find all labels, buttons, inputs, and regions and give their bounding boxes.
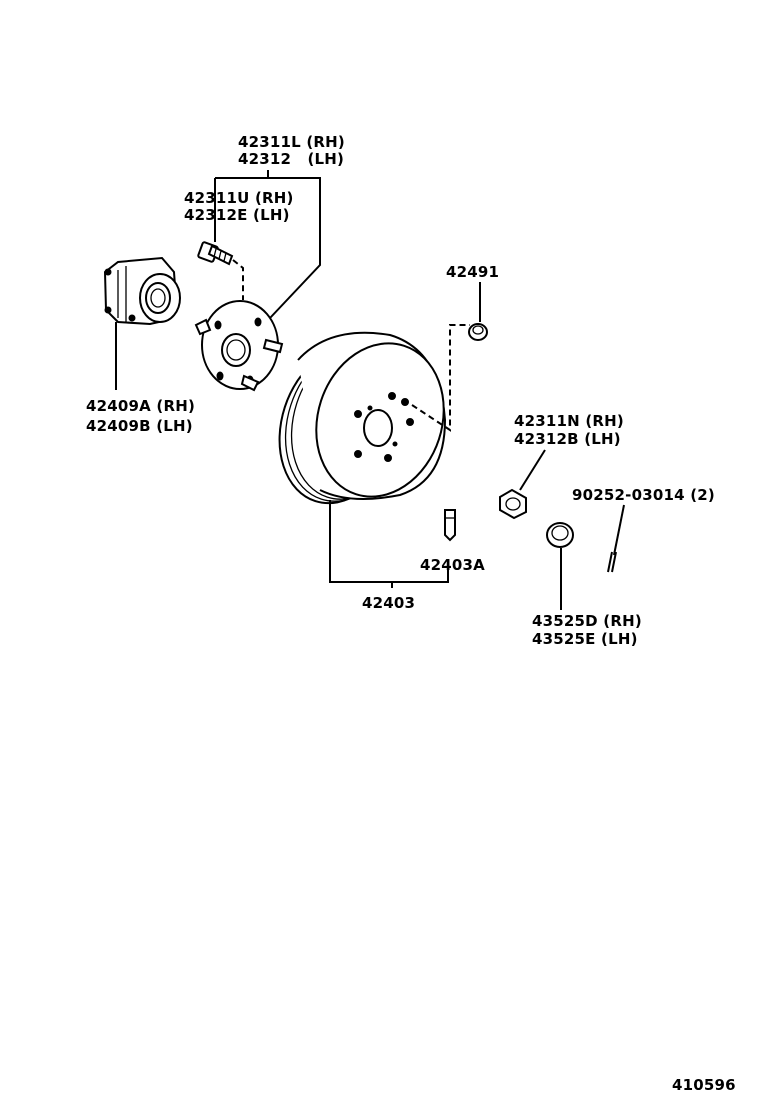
label-hub-bolt-b-1: 42311U (RH) bbox=[184, 189, 294, 207]
label-hub-bolt-a-1: 42311L (RH) bbox=[238, 133, 345, 151]
label-drum: 42403 bbox=[362, 594, 415, 612]
page-code: 410596 bbox=[672, 1076, 736, 1094]
brake-drum-part bbox=[278, 324, 470, 505]
nut-b-part bbox=[546, 522, 574, 610]
label-nut-a-1: 42311N (RH) bbox=[514, 412, 624, 430]
label-bearing-1: 42409A (RH) bbox=[86, 397, 195, 415]
nut-a-part bbox=[499, 449, 546, 520]
plug-part bbox=[468, 282, 488, 341]
hub-flange-part bbox=[194, 300, 284, 392]
label-nut-b-2: 43525E (LH) bbox=[532, 630, 638, 648]
leader-hub-bolt-a bbox=[214, 170, 321, 319]
label-hub-bolt-b-2: 42312E (LH) bbox=[184, 206, 290, 224]
label-pin: 90252-03014 (2) bbox=[572, 486, 715, 504]
label-plug: 42491 bbox=[446, 263, 499, 281]
label-bearing-2: 42409B (LH) bbox=[86, 417, 193, 435]
label-hub-bolt-a-2: 42312 (LH) bbox=[238, 150, 344, 168]
leader-drum bbox=[329, 500, 449, 588]
label-nut-a-2: 42312B (LH) bbox=[514, 430, 621, 448]
drum-pin-part bbox=[444, 509, 456, 542]
hub-bolt-part bbox=[197, 241, 244, 300]
label-drum-pin: 42403A bbox=[420, 556, 485, 574]
cotter-pin-part bbox=[607, 504, 625, 573]
hub-bearing-part bbox=[103, 256, 181, 390]
label-nut-b-1: 43525D (RH) bbox=[532, 612, 642, 630]
